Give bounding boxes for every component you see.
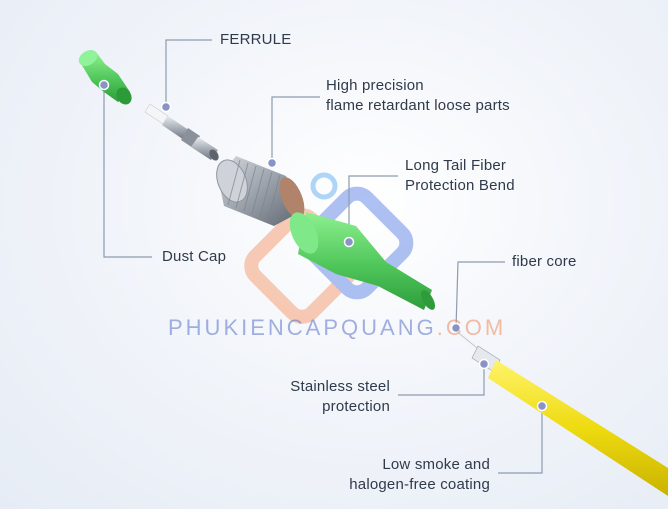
label-bend-line2: Protection Bend xyxy=(405,177,515,194)
watermark-main: PHUKIENCAPQUANG xyxy=(168,315,437,340)
label-dust-cap: Dust Cap xyxy=(162,248,227,265)
label-coating: Low smoke and halogen-free coating xyxy=(300,455,490,495)
label-loose-parts-line1: High precision xyxy=(326,77,424,94)
protection-boot xyxy=(289,212,435,310)
dust-cap xyxy=(78,50,132,105)
label-steel-line2: protection xyxy=(322,398,390,415)
label-ferrule: FERRULE xyxy=(220,31,292,48)
anchor-dots xyxy=(98,79,548,412)
fiber-cable xyxy=(453,328,668,496)
label-stainless-steel: Stainless steel protection xyxy=(262,377,390,417)
watermark-text: PHUKIENCAPQUANG.COM xyxy=(168,315,506,341)
label-protection-bend: Long Tail Fiber Protection Bend xyxy=(405,156,515,196)
label-coating-line2: halogen-free coating xyxy=(349,476,490,493)
coupling-nut xyxy=(216,156,305,226)
label-coating-line1: Low smoke and xyxy=(382,456,490,473)
label-bend-line1: Long Tail Fiber xyxy=(405,157,507,174)
watermark-suffix: .COM xyxy=(436,315,507,340)
leader-lines xyxy=(103,39,543,474)
ferrule-part xyxy=(144,103,219,161)
label-fiber-core: fiber core xyxy=(512,253,577,270)
label-loose-parts-line2: flame retardant loose parts xyxy=(326,97,510,114)
label-loose-parts: High precision flame retardant loose par… xyxy=(326,76,510,116)
label-steel-line1: Stainless steel xyxy=(290,378,390,395)
